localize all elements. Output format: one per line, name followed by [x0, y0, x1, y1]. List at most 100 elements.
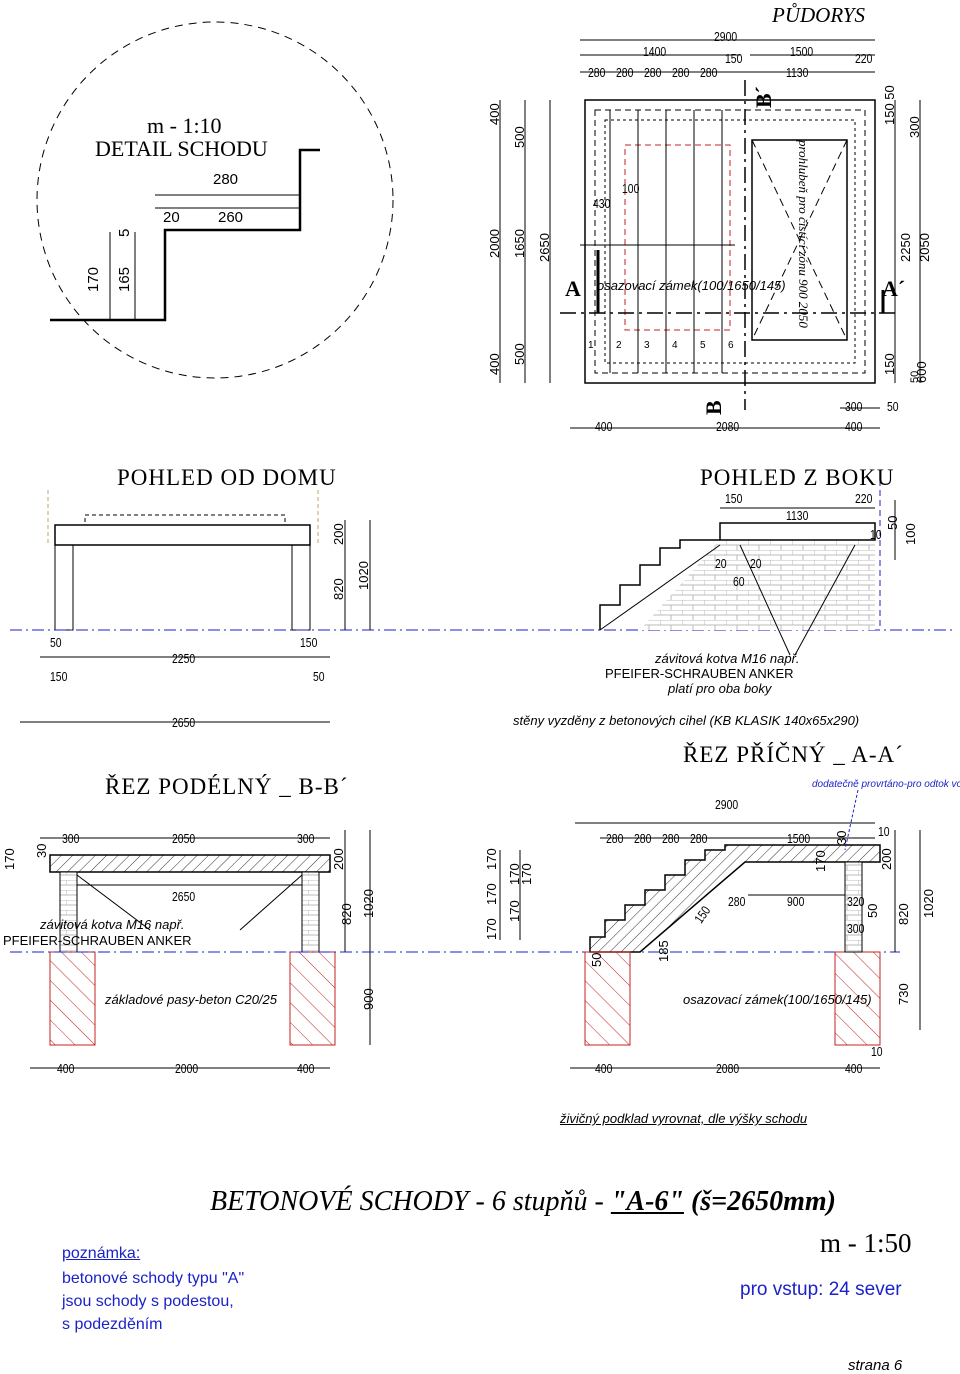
cross-dim-280e: 280 — [728, 894, 746, 909]
cross-dim-1500: 1500 — [787, 831, 811, 846]
dim-5: 5 — [116, 228, 133, 237]
cross-dim-400a: 400 — [595, 1061, 613, 1076]
front-dim-1020: 1020 — [356, 561, 371, 590]
plan-right-2250: 2250 — [898, 233, 913, 262]
long-dim-300a: 300 — [62, 831, 80, 846]
long-section-title: ŘEZ PODÉLNÝ _ B-B´ — [105, 774, 349, 799]
dim-165: 165 — [116, 266, 133, 292]
cross-dim-2900: 2900 — [715, 797, 739, 812]
entry-note: pro vstup: 24 sever — [740, 1279, 902, 1300]
plan-dim-150: 150 — [725, 51, 743, 66]
front-dim-2250: 2250 — [172, 651, 196, 666]
long-dim-400a: 400 — [57, 1061, 75, 1076]
side-anchor-note-1: závitová kotva M16 např. — [655, 651, 800, 666]
long-anchor-note-2: PFEIFER-SCHRAUBEN ANKER — [3, 933, 192, 948]
plan-dim-430: 430 — [593, 196, 611, 211]
side-dim-10: 10 — [870, 527, 882, 542]
long-dim-200: 200 — [331, 848, 346, 870]
plan-dim-220: 220 — [855, 51, 873, 66]
main-title: BETONOVÉ SCHODY - 6 stupňů - "A-6" (š=26… — [210, 1188, 836, 1216]
long-dim-30: 30 — [34, 843, 49, 858]
cross-dim-730: 730 — [896, 983, 911, 1005]
plan-bottom-300: 300 — [845, 399, 863, 414]
cross-dim-300: 300 — [847, 921, 865, 936]
plan-dim-2900: 2900 — [714, 29, 738, 44]
detail-circle — [36, 21, 394, 379]
side-anchor-note-3: platí pro oba boky — [668, 681, 772, 696]
front-dim-150b: 150 — [50, 669, 68, 684]
cross-dim-1020: 1020 — [921, 889, 936, 918]
plan-drawing — [499, 39, 921, 429]
side-dim-20b: 20 — [750, 556, 762, 571]
plan-dim-280-5: 280 — [700, 65, 718, 80]
plan-dim-280-2: 280 — [616, 65, 634, 80]
cross-dim-400b: 400 — [845, 1061, 863, 1076]
plan-left-2000: 2000 — [487, 229, 502, 258]
plan-bottom-400b: 400 — [845, 419, 863, 434]
cross-dim-170-l1: 170 — [484, 848, 499, 870]
cross-dim-10a: 10 — [878, 824, 890, 839]
detail-title: DETAIL SCHODU — [95, 136, 268, 161]
cross-dim-185: 185 — [656, 940, 671, 962]
plan-bottom-2080: 2080 — [716, 419, 740, 434]
footer-scale: m - 1:50 — [820, 1228, 912, 1258]
front-dim-50a: 50 — [50, 635, 62, 650]
long-dim-2000: 2000 — [175, 1061, 199, 1076]
plan-bottom-50: 50 — [887, 399, 899, 414]
long-anchor-note-1: závitová kotva M16 např. — [40, 917, 185, 932]
cross-dim-280d: 280 — [690, 831, 708, 846]
cross-dim-30: 30 — [834, 830, 849, 845]
plan-right-300: 300 — [907, 116, 922, 138]
cross-dim-170-l5: 170 — [507, 900, 522, 922]
step-no-1: 1 — [588, 340, 594, 351]
note-head: poznámka: — [62, 1245, 141, 1262]
side-dim-20a: 20 — [715, 556, 727, 571]
step-no-6: 6 — [728, 340, 734, 351]
main-title-width: (š=2650mm) — [683, 1186, 836, 1217]
step-no-5: 5 — [700, 340, 706, 351]
plan-rotated-note: prohlubeň pro čistící zónu 900 2050 — [796, 140, 811, 328]
step-no-3: 3 — [644, 340, 650, 351]
front-dim-50b: 50 — [313, 669, 325, 684]
side-dim-50: 50 — [885, 515, 900, 530]
long-dim-2650: 2650 — [172, 889, 196, 904]
plan-left-2650: 2650 — [537, 233, 552, 262]
side-wall-note: stěny vyzděny z betonových cihel (KB KLA… — [513, 713, 860, 728]
plan-dim-280-3: 280 — [644, 65, 662, 80]
plan-title: PŮDORYS — [772, 3, 865, 27]
cross-lock-note: osazovací zámek(100/1650/145) — [683, 992, 872, 1007]
plan-dim-280-1: 280 — [588, 65, 606, 80]
long-dim-820: 820 — [339, 903, 354, 925]
long-dim-2050: 2050 — [172, 831, 196, 846]
note-line-3: s podezděním — [62, 1316, 163, 1333]
dim-20: 20 — [163, 209, 180, 226]
plan-dim-1130: 1130 — [786, 65, 809, 80]
cross-dim-280a: 280 — [606, 831, 624, 846]
plan-right-150-50: 150 50 — [882, 85, 897, 125]
front-dim-150a: 150 — [300, 635, 318, 650]
step-no-2: 2 — [616, 340, 622, 351]
page-number: strana 6 — [848, 1357, 903, 1374]
cross-dim-50b: 50 — [589, 952, 604, 967]
side-dim-100: 100 — [903, 523, 918, 545]
section-a2-marker: A´ — [882, 276, 906, 301]
front-dim-820: 820 — [331, 578, 346, 600]
long-dim-400b: 400 — [297, 1061, 315, 1076]
long-section-drawing — [10, 830, 900, 1069]
front-dim-200: 200 — [331, 523, 346, 545]
side-dim-1130: 1130 — [786, 508, 809, 523]
dim-260: 260 — [218, 209, 244, 226]
note-line-1: betonové schody typu "A" — [62, 1270, 245, 1287]
main-title-model: "A-6" — [610, 1186, 684, 1217]
asphalt-note: živičný podklad vyrovnat, dle výšky scho… — [560, 1111, 808, 1126]
cross-dim-900: 900 — [787, 894, 805, 909]
side-dim-60: 60 — [733, 574, 745, 589]
plan-right-2050: 2050 — [917, 233, 932, 262]
plan-left-400b: 400 — [487, 353, 502, 375]
side-dim-220: 220 — [855, 491, 873, 506]
note-line-2: jsou schody s podestou, — [62, 1293, 234, 1310]
cross-dim-280c: 280 — [662, 831, 680, 846]
cross-section-drawing — [499, 789, 921, 1069]
section-a-marker: A — [565, 276, 581, 301]
